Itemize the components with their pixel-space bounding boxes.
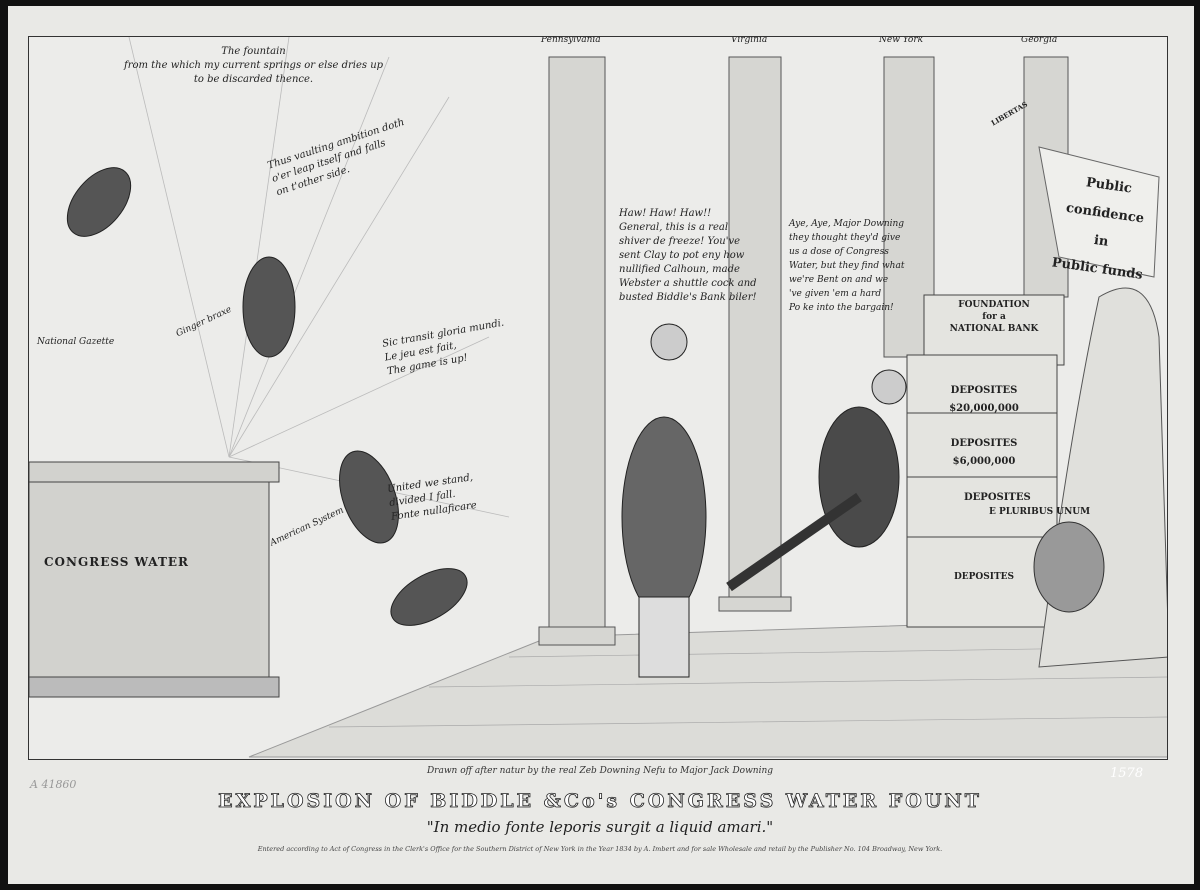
motto: "In medio fonte leporis surgit a liquid …: [426, 818, 774, 836]
column-virginia: [728, 56, 782, 598]
eagle-shield: [1033, 521, 1105, 613]
imprint: Entered according to Act of Congress in …: [257, 845, 943, 853]
speech-jackson: Aye, Aye, Major Downing they thought the…: [789, 219, 905, 313]
falling-figure: [242, 256, 296, 358]
falling-figure: [66, 167, 132, 237]
label-e-pluribus-unum: E PLURIBUS UNUM: [989, 507, 1091, 517]
label-deposites: DEPOSITES: [954, 572, 1015, 582]
label-congress-water: CONGRESS WATER: [44, 555, 189, 569]
column-label: Pennsylvania: [541, 36, 601, 45]
jackson-figure: [818, 406, 900, 548]
column-label: Georgia: [1021, 36, 1058, 45]
print-title: EXPLOSION OF BIDDLE &Co's CONGRESS WATER…: [218, 790, 982, 813]
speech-downing: Haw! Haw! Haw!! General, this is a real …: [619, 208, 757, 303]
scene-drawing: [29, 37, 1167, 758]
catalog-number: 1578: [1110, 766, 1144, 781]
credit-line: Drawn off after natur by the real Zeb Do…: [426, 766, 774, 776]
label-public-confidence: Public confidence in Public funds: [1050, 175, 1145, 283]
label-deposites-20m: DEPOSITES $20,000,000: [949, 385, 1019, 414]
lithograph-plate: Pennsylvania Virginia New York Georgia T…: [28, 36, 1168, 760]
congress-water-fountain: [29, 476, 270, 678]
label-foundation: FOUNDATION for a NATIONAL BANK: [949, 300, 1039, 334]
label-gazette: National Gazette: [37, 337, 115, 347]
column-label: New York: [879, 36, 924, 45]
label-deposites-6m: DEPOSITES $6,000,000: [950, 438, 1018, 467]
column-pennsylvania: [548, 56, 606, 628]
label-deposites: DEPOSITES: [964, 492, 1031, 503]
falling-figure: [339, 450, 399, 544]
accession-number: A 41860: [30, 778, 77, 791]
falling-figure: [390, 568, 468, 626]
banner: [1038, 146, 1160, 278]
speech-fountain: The fountain from the which my current s…: [124, 46, 384, 85]
major-downing-figure: [621, 416, 707, 618]
column-label: Virginia: [731, 36, 768, 45]
